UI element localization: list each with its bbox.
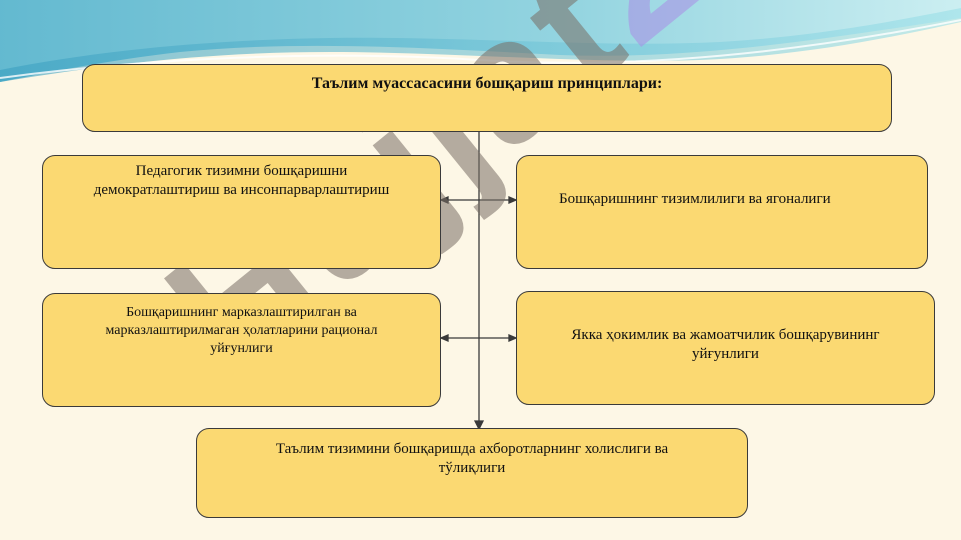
principle-line: Якка ҳокимлик ва жамоатчилик бошқарувини… xyxy=(571,327,880,343)
principle-box-right-mid: Якка ҳокимлик ва жамоатчилик бошқарувини… xyxy=(516,291,935,405)
principle-line: уйғунлиги xyxy=(692,346,759,362)
principle-box-left-mid: Бошқаришнинг марказлаштирилган ва марказ… xyxy=(42,293,441,407)
principle-line: тўлиқлиги xyxy=(438,460,506,476)
connector-lines xyxy=(439,132,518,431)
top-wave-stripe xyxy=(0,8,961,82)
principle-line: марказлаштирилмаган ҳолатларини рационал xyxy=(105,323,378,338)
principle-line: демократлаштириш ва инсонпарварлаштириш xyxy=(93,182,390,198)
principle-line: Педагогик тизимни бошқаришни xyxy=(135,163,348,179)
principle-line: уйғунлиги xyxy=(210,341,273,356)
principle-box-right-top: Бошқаришнинг тизимлилиги ва ягоналиги xyxy=(516,155,928,269)
principle-box-left-top: Педагогик тизимни бошқаришни демократлаш… xyxy=(42,155,441,269)
title-text: Таълим муассасасини бошқариш принциплари… xyxy=(311,75,663,92)
principle-line: Таълим тизимини бошқаришда ахборотларнин… xyxy=(275,441,669,457)
principle-line: Бошқаришнинг тизимлилиги ва ягоналиги xyxy=(559,191,831,207)
title-box: Таълим муассасасини бошқариш принциплари… xyxy=(82,64,892,132)
trunk-arrowhead xyxy=(473,420,485,431)
principle-line: Бошқаришнинг марказлаштирилган ва xyxy=(126,305,357,320)
principle-box-bottom: Таълим тизимини бошқаришда ахборотларнин… xyxy=(196,428,748,518)
top-wave-thin xyxy=(0,19,961,79)
